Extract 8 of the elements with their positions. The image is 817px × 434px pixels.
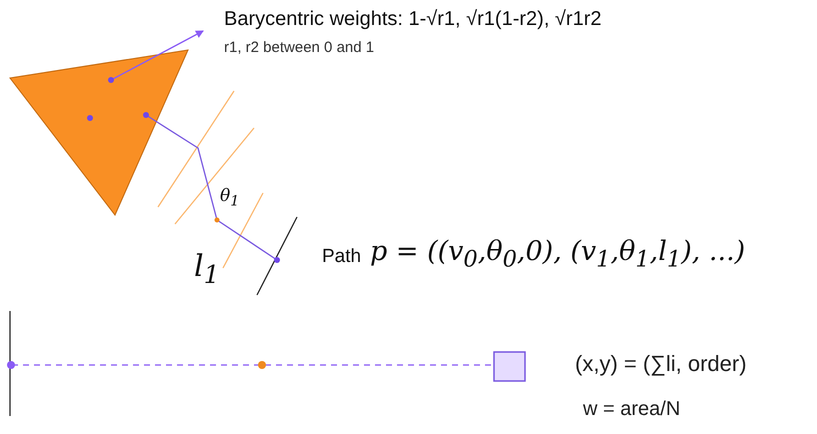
coordinate-formula: (x,y) = (∑li, order): [575, 353, 747, 375]
path-label: Path: [322, 247, 362, 266]
length-label: l$_{1}$: [194, 252, 220, 287]
weight-formula: w = area/N: [583, 399, 680, 419]
heading-text: Barycentric weights: 1-√r1, √r1(1-r2), √r1r2: [224, 9, 602, 29]
note-text: r1, r2 between 0 and 1: [224, 40, 374, 55]
angle-label: θ$_{1}$: [220, 188, 240, 209]
path-formula: p = ((v$_{0}$,θ$_{0}$,0), (v$_{1}$,θ$_{1}$,l$_{1}$), ...): [370, 238, 746, 271]
